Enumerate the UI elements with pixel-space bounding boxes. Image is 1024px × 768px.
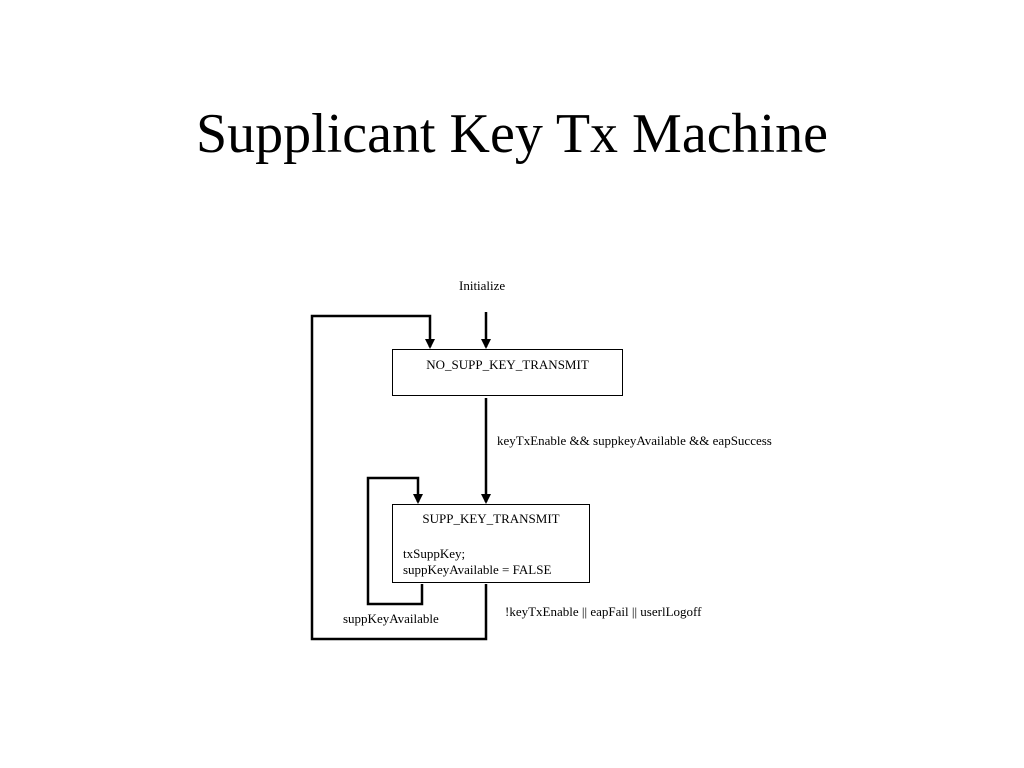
state-supp-key-transmit: SUPP_KEY_TRANSMIT txSuppKey; suppKeyAvai… bbox=[392, 504, 590, 583]
self-loop-arrow bbox=[366, 476, 424, 606]
state-no-supp-key-transmit: NO_SUPP_KEY_TRANSMIT bbox=[392, 349, 623, 396]
to-no-supp-arrow bbox=[310, 314, 488, 641]
state-action-1: txSuppKey; bbox=[403, 546, 466, 561]
to-no-supp-transition-label: !keyTxEnable || eapFail || userlLogoff bbox=[505, 604, 702, 619]
state-supp-key-transmit-name: SUPP_KEY_TRANSMIT bbox=[422, 511, 560, 526]
state-no-supp-key-transmit-name: NO_SUPP_KEY_TRANSMIT bbox=[426, 357, 589, 372]
to-supp-transition-label: keyTxEnable && suppkeyAvailable && eapSu… bbox=[497, 433, 772, 448]
self-loop-label: suppKeyAvailable bbox=[343, 611, 439, 626]
initialize-label: Initialize bbox=[459, 278, 506, 293]
slide-title: Supplicant Key Tx Machine bbox=[196, 103, 828, 165]
state-action-2: suppKeyAvailable = FALSE bbox=[403, 562, 552, 577]
